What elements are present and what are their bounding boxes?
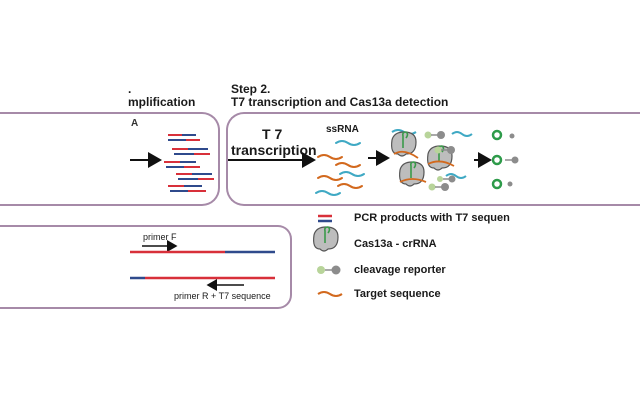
cas13a-detection-cluster: [391, 129, 473, 191]
rna-strand-orange: [317, 175, 343, 181]
quencher-dot: [511, 156, 519, 164]
quencher-dot: [507, 181, 513, 187]
rna-strand-orange: [317, 154, 343, 160]
ssrna-label: ssRNA: [326, 124, 359, 135]
step1-number: .: [128, 82, 132, 96]
legend-label-cas13a: Cas13a - crRNA: [354, 238, 437, 250]
signal-dot: [491, 154, 503, 166]
legend-label-reporter: cleavage reporter: [354, 264, 446, 276]
legend-label-pcr: PCR products with T7 sequen: [354, 212, 510, 224]
cleavage-reporter: [428, 183, 449, 191]
rna-strand-teal: [339, 171, 365, 177]
cleavage-reporter: [424, 131, 445, 139]
legend-icon-target: [317, 291, 343, 297]
legend-icon-pcr: [318, 214, 332, 223]
primer-r-label: primer R + T7 sequence: [174, 291, 271, 301]
rna-strand-teal: [451, 131, 473, 137]
legend-icon-cas13a: [313, 226, 339, 252]
ssrna-strands: [315, 140, 365, 196]
rna-strand-teal: [315, 190, 341, 196]
step2-number: Step 2.: [231, 82, 271, 96]
legend-label-target: Target sequence: [354, 288, 441, 300]
primer-panel-box: [0, 225, 292, 309]
step2-title: T7 transcription and Cas13a detection: [231, 95, 449, 109]
quencher-dot: [509, 133, 515, 139]
pcr-products-stack: [164, 134, 214, 192]
rna-strand-teal: [335, 140, 361, 146]
t7-label: T 7: [262, 126, 283, 142]
signal-dot: [491, 178, 503, 190]
cas13a-complex: [391, 131, 419, 159]
rna-strand-orange: [335, 162, 361, 168]
step1-panel-box: [0, 112, 220, 206]
legend-icon-reporter: [317, 265, 341, 275]
step2-panel-box: [226, 112, 640, 206]
primer-diagram: [130, 240, 275, 291]
signal-dot: [491, 129, 503, 141]
primer-f-label: primer F: [143, 232, 177, 242]
fluorescent-signal: [491, 129, 519, 190]
rna-strand-orange: [337, 183, 363, 189]
cleavage-reporter: [437, 175, 456, 183]
transcription-label: transcription: [231, 142, 317, 158]
rna-strand-teal: [445, 173, 467, 179]
panel-mark: A: [131, 118, 139, 129]
cas13a-complex: [399, 161, 427, 187]
cleavage-reporter: [434, 146, 455, 154]
step1-title: mplification: [128, 95, 196, 109]
